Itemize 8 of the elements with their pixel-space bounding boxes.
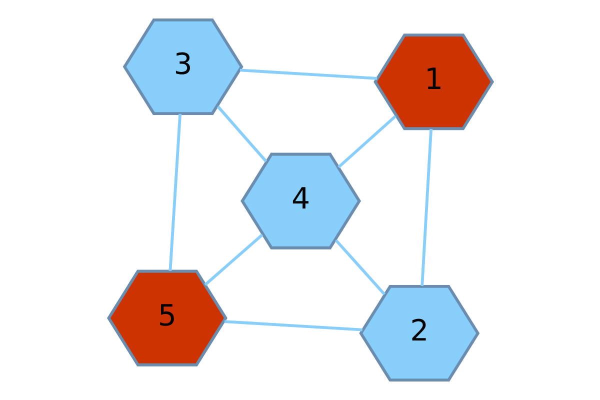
connector: [239, 68, 377, 80]
connector: [204, 234, 263, 286]
connector: [420, 128, 432, 286]
connector: [334, 239, 386, 296]
connector: [168, 114, 182, 271]
connector: [337, 115, 396, 168]
connector: [216, 106, 267, 162]
connector: [224, 320, 362, 332]
